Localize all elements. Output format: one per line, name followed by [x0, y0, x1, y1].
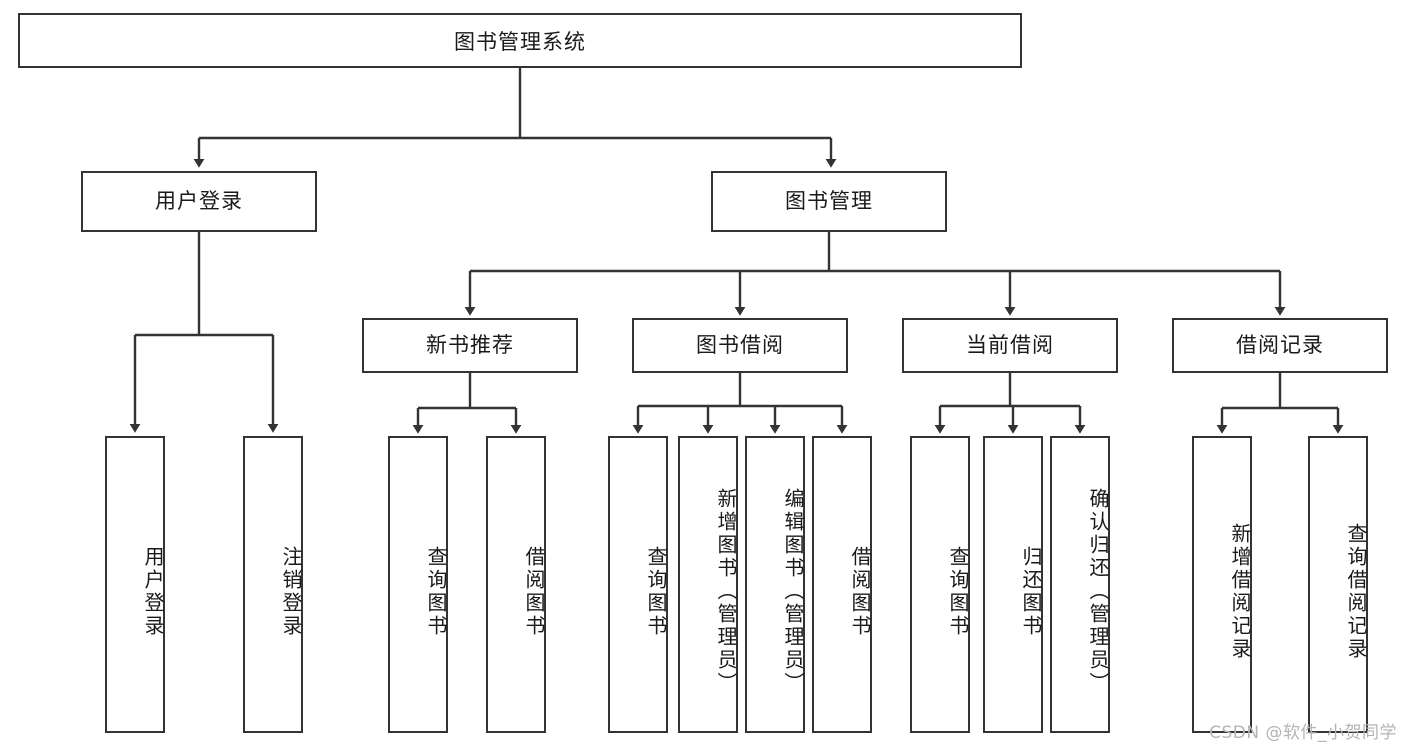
node-leaf-borrow-book-1[interactable]: 借阅图书	[486, 436, 546, 733]
node-leaf-add-book-label: 新增图书（管理员）	[714, 488, 738, 695]
node-root-label: 图书管理系统	[454, 29, 586, 54]
node-leaf-query-book-1-label: 查询图书	[424, 545, 448, 638]
node-current-borrow-label: 当前借阅	[966, 332, 1054, 357]
node-leaf-query-book-1[interactable]: 查询图书	[388, 436, 448, 733]
node-leaf-query-book-3-label: 查询图书	[946, 545, 970, 638]
node-leaf-user-logout-label: 注销登录	[279, 545, 303, 638]
node-leaf-borrow-book-2[interactable]: 借阅图书	[812, 436, 872, 733]
node-leaf-query-book-2-label: 查询图书	[644, 545, 668, 638]
watermark: CSDN @软件_小贺同学	[1209, 723, 1397, 743]
node-new-book-recommend[interactable]: 新书推荐	[362, 318, 578, 373]
node-book-manage-label: 图书管理	[785, 188, 873, 213]
node-leaf-return-book-label: 归还图书	[1019, 545, 1043, 638]
node-current-borrow[interactable]: 当前借阅	[902, 318, 1118, 373]
node-book-manage[interactable]: 图书管理	[711, 171, 947, 232]
node-leaf-borrow-book-2-label: 借阅图书	[848, 545, 872, 638]
node-leaf-confirm-return[interactable]: 确认归还（管理员）	[1050, 436, 1110, 733]
node-leaf-query-record-label: 查询借阅记录	[1344, 522, 1368, 661]
node-leaf-add-book[interactable]: 新增图书（管理员）	[678, 436, 738, 733]
node-borrow-record-label: 借阅记录	[1236, 332, 1324, 357]
node-book-borrow-label: 图书借阅	[696, 332, 784, 357]
node-leaf-edit-book[interactable]: 编辑图书（管理员）	[745, 436, 805, 733]
node-leaf-query-book-3[interactable]: 查询图书	[910, 436, 970, 733]
node-leaf-user-login[interactable]: 用户登录	[105, 436, 165, 733]
node-leaf-add-record[interactable]: 新增借阅记录	[1192, 436, 1252, 733]
node-user-login-label: 用户登录	[155, 188, 243, 213]
node-leaf-add-record-label: 新增借阅记录	[1228, 522, 1252, 661]
node-root[interactable]: 图书管理系统	[18, 13, 1022, 68]
node-new-book-recommend-label: 新书推荐	[426, 332, 514, 357]
node-borrow-record[interactable]: 借阅记录	[1172, 318, 1388, 373]
node-leaf-edit-book-label: 编辑图书（管理员）	[781, 488, 805, 695]
node-leaf-confirm-return-label: 确认归还（管理员）	[1086, 488, 1110, 695]
node-book-borrow[interactable]: 图书借阅	[632, 318, 848, 373]
node-leaf-return-book[interactable]: 归还图书	[983, 436, 1043, 733]
node-leaf-query-book-2[interactable]: 查询图书	[608, 436, 668, 733]
node-leaf-borrow-book-1-label: 借阅图书	[522, 545, 546, 638]
node-leaf-user-logout[interactable]: 注销登录	[243, 436, 303, 733]
node-leaf-query-record[interactable]: 查询借阅记录	[1308, 436, 1368, 733]
node-leaf-user-login-label: 用户登录	[141, 545, 165, 638]
node-user-login[interactable]: 用户登录	[81, 171, 317, 232]
